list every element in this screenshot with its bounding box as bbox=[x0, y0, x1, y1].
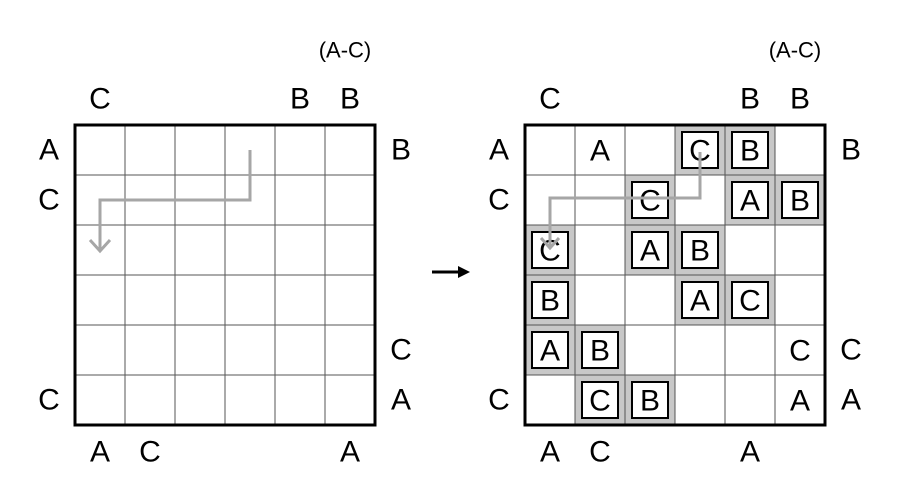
left-sweep-path bbox=[98, 150, 252, 250]
right_puzzle-cell-r3c4: C bbox=[739, 285, 761, 318]
right_puzzle-cell-r0c3: C bbox=[689, 135, 711, 168]
right_puzzle-grid-border bbox=[523, 123, 827, 427]
left_puzzle-clue-top-5: B bbox=[340, 83, 360, 116]
left_puzzle-clue-bottom-5: A bbox=[340, 436, 360, 469]
left_puzzle-grid-border bbox=[73, 123, 377, 427]
right_puzzle-cell-r1c5: B bbox=[790, 185, 810, 218]
left_puzzle-clue-bottom-1: C bbox=[139, 436, 161, 469]
right_puzzle-clue-bottom-4: A bbox=[740, 436, 760, 469]
right_puzzle-cell-r2c3: B bbox=[690, 235, 710, 268]
left_puzzle-clue-left-5: C bbox=[38, 384, 60, 417]
right_puzzle-cell-r5c1: C bbox=[589, 385, 611, 418]
left_puzzle-clue-top-4: B bbox=[290, 83, 310, 116]
right_puzzle-cell-r1c2: C bbox=[639, 185, 661, 218]
right_puzzle-clue-left-5: C bbox=[488, 384, 510, 417]
left_puzzle-clue-left-0: A bbox=[39, 134, 59, 167]
right_puzzle-box-r2c2 bbox=[631, 231, 669, 269]
right_puzzle-box-r4c1 bbox=[581, 331, 619, 369]
left_puzzle-clue-top-0: C bbox=[89, 83, 111, 116]
right_puzzle-cell-r1c4: A bbox=[740, 185, 760, 218]
right_puzzle-box-r5c2 bbox=[631, 381, 669, 419]
right_puzzle-cell-r4c0: A bbox=[540, 335, 560, 368]
right_puzzle-box-r1c4 bbox=[731, 181, 769, 219]
right_puzzle-cell-r5c2: B bbox=[640, 385, 660, 418]
right_puzzle-range-label: (A-C) bbox=[769, 38, 822, 63]
right_puzzle-clue-left-0: A bbox=[489, 134, 509, 167]
right_puzzle-clue-right-0: B bbox=[841, 134, 861, 167]
right_puzzle-clue-bottom-1: C bbox=[589, 436, 611, 469]
left_puzzle-clue-bottom-0: A bbox=[90, 436, 110, 469]
right_puzzle-clue-right-4: C bbox=[840, 334, 862, 367]
right_puzzle-cell-r0c1: A bbox=[590, 135, 610, 168]
right_puzzle-box-r4c0 bbox=[531, 331, 569, 369]
right-sweep-arrowhead bbox=[539, 236, 561, 251]
left_puzzle-clue-right-0: B bbox=[391, 134, 411, 167]
right_puzzle-clue-top-0: C bbox=[539, 83, 561, 116]
transition-arrow bbox=[432, 266, 470, 278]
right_puzzle-cell-r5c5: A bbox=[790, 385, 810, 418]
transition-arrow-head bbox=[458, 266, 470, 278]
left_puzzle-clue-right-4: C bbox=[390, 334, 412, 367]
right_puzzle-clue-right-5: A bbox=[841, 384, 861, 417]
right_puzzle-cell-r0c4: B bbox=[740, 135, 760, 168]
left_puzzle-range-label: (A-C) bbox=[319, 38, 372, 63]
right_puzzle-clue-top-5: B bbox=[790, 83, 810, 116]
right_puzzle-box-r3c4 bbox=[731, 281, 769, 319]
left_puzzle-clue-right-5: A bbox=[391, 384, 411, 417]
right_puzzle-clue-left-1: C bbox=[488, 184, 510, 217]
right_puzzle-clue-top-4: B bbox=[740, 83, 760, 116]
right_puzzle-box-r1c5 bbox=[781, 181, 819, 219]
right_puzzle-box-r3c3 bbox=[681, 281, 719, 319]
right_puzzle-cell-r3c0: B bbox=[540, 285, 560, 318]
right-sweep-path bbox=[548, 152, 702, 246]
right_puzzle-box-r2c3 bbox=[681, 231, 719, 269]
right_puzzle-cell-r4c5: C bbox=[789, 335, 811, 368]
right_puzzle-cell-r4c1: B bbox=[590, 335, 610, 368]
left-sweep-arrowhead bbox=[88, 238, 112, 254]
right_puzzle-box-r5c1 bbox=[581, 381, 619, 419]
right_puzzle-clue-bottom-0: A bbox=[540, 436, 560, 469]
right_puzzle-box-r3c0 bbox=[531, 281, 569, 319]
right_puzzle-box-r0c4 bbox=[731, 131, 769, 169]
left_puzzle-clue-left-1: C bbox=[38, 184, 60, 217]
right_puzzle-cell-r2c2: A bbox=[640, 235, 660, 268]
right_puzzle-box-r1c2 bbox=[631, 181, 669, 219]
right_puzzle-cell-r3c3: A bbox=[690, 285, 710, 318]
